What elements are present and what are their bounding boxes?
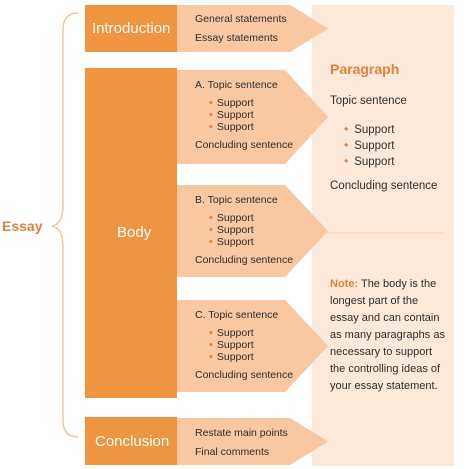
conclusion-item: Final comments — [195, 446, 270, 458]
bullet-icon: • — [209, 121, 213, 133]
body-box — [85, 68, 177, 398]
body-note: Note: The body is the longest part of th… — [330, 276, 448, 395]
bullet-icon: • — [209, 339, 213, 351]
note-panel — [312, 233, 454, 466]
bullet-icon: • — [209, 351, 213, 363]
paragraph-c-concluding: Concluding sentence — [195, 369, 294, 381]
bullet-icon: • — [344, 122, 349, 136]
paragraph-a-arrow — [177, 70, 328, 164]
conclusion-item: Restate main points — [195, 427, 288, 439]
paragraph-panel — [312, 5, 454, 233]
paragraph-c-arrow — [177, 300, 328, 392]
paragraph-b-support: •Support — [209, 236, 254, 248]
paragraph-panel-concluding: Concluding sentence — [330, 180, 438, 192]
paragraph-b-concluding: Concluding sentence — [195, 254, 294, 266]
conclusion-label: Conclusion — [95, 433, 170, 450]
introduction-box — [85, 5, 177, 52]
introduction-label: Introduction — [92, 20, 171, 37]
conclusion-box — [85, 417, 177, 465]
bullet-icon: • — [344, 154, 349, 168]
paragraph-panel-support: •Support — [344, 138, 395, 152]
paragraph-b-arrow — [177, 185, 328, 277]
bullet-icon: • — [209, 236, 213, 248]
essay-brace — [51, 12, 79, 438]
bullet-icon: • — [209, 327, 213, 339]
bullet-icon: • — [209, 212, 213, 224]
conclusion-arrow — [177, 418, 328, 465]
paragraph-panel-topic: Topic sentence — [330, 95, 407, 107]
paragraph-a-support: •Support — [209, 97, 254, 109]
paragraph-panel-title: Paragraph — [330, 61, 400, 77]
paragraph-a-concluding: Concluding sentence — [195, 139, 294, 151]
paragraph-a-support: •Support — [209, 109, 254, 121]
paragraph-c-support: •Support — [209, 351, 254, 363]
paragraph-c-support: •Support — [209, 327, 254, 339]
bullet-icon: • — [209, 97, 213, 109]
paragraph-panel-support: •Support — [344, 122, 395, 136]
introduction-arrow — [177, 5, 328, 52]
paragraph-b-topic: B. Topic sentence — [195, 194, 278, 206]
paragraph-c-support: •Support — [209, 339, 254, 351]
paragraph-a-topic: A. Topic sentence — [195, 79, 278, 91]
introduction-item: General statements — [195, 13, 287, 25]
introduction-item: Essay statements — [195, 32, 278, 44]
bullet-icon: • — [209, 109, 213, 121]
essay-label: Essay — [2, 218, 43, 234]
bullet-icon: • — [209, 224, 213, 236]
paragraph-b-support: •Support — [209, 212, 254, 224]
paragraph-a-support: •Support — [209, 121, 254, 133]
note-label: Note: — [330, 278, 359, 290]
bullet-icon: • — [344, 138, 349, 152]
paragraph-c-topic: C. Topic sentence — [195, 309, 279, 321]
paragraph-panel-support: •Support — [344, 154, 395, 168]
paragraph-b-support: •Support — [209, 224, 254, 236]
note-text: The body is the longest part of the essa… — [330, 278, 445, 392]
body-label: Body — [117, 224, 152, 241]
